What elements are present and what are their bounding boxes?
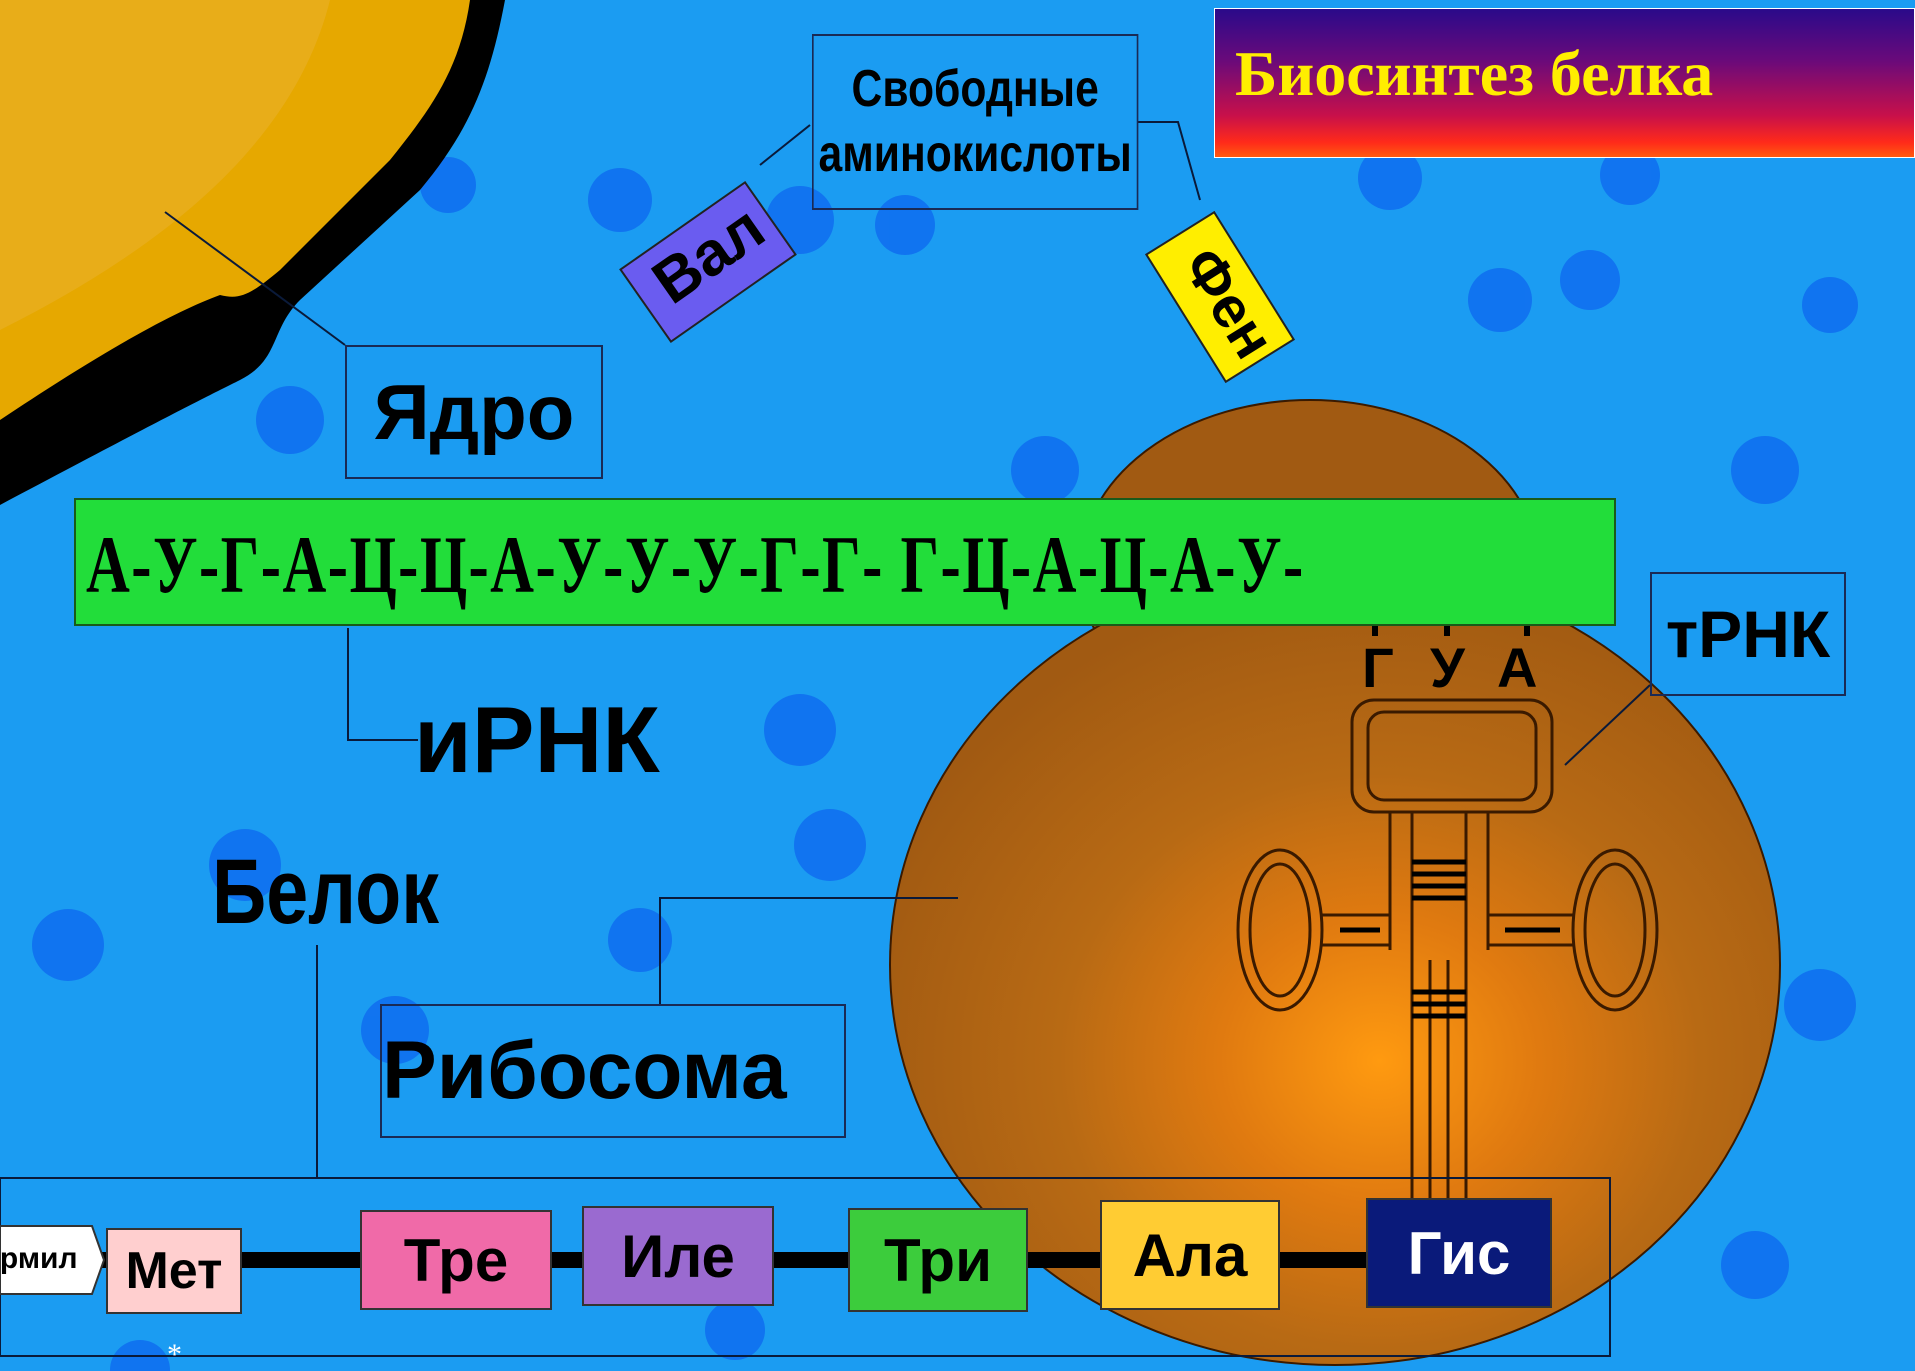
free-amino-acids-line1: Свободные — [851, 60, 1099, 118]
amino-acid-trp: Три — [848, 1208, 1028, 1312]
mrna-strand: А-У-Г-А-Ц-Ц-А-У-У-У-Г-Г- Г-Ц-А-Ц-А-У- — [74, 498, 1616, 626]
formyl-label: Формил — [0, 1244, 78, 1274]
slide-title: Биосинтез белка — [1235, 38, 1714, 109]
val-tag — [619, 180, 797, 344]
free-amino-acids-line2: аминокислоты — [818, 125, 1132, 183]
label-connectors — [164, 121, 1651, 1178]
anticodon-base-1: Г — [1362, 636, 1394, 699]
footer-asterisk: * — [167, 1338, 182, 1371]
ribosome-label: Рибосома — [380, 1004, 846, 1138]
trna-structure — [1236, 698, 1659, 1200]
trna-label: тРНК — [1650, 572, 1846, 696]
anticodon-base-3: А — [1497, 636, 1538, 699]
mrna-sequence: А-У-Г-А-Ц-Ц-А-У-У-У-Г-Г- Г-Ц-А-Ц-А-У- — [86, 519, 1305, 610]
nucleus-label: Ядро — [345, 345, 603, 479]
amino-acid-ile: Иле — [582, 1206, 774, 1306]
protein-chain-frame — [0, 1177, 1611, 1357]
formyl-tag — [0, 1225, 106, 1295]
free-amino-acids-label: Свободные аминокислоты — [812, 34, 1139, 210]
protein-label: Белок — [212, 841, 439, 943]
mrna-label: иРНК — [414, 687, 660, 792]
amino-acid-ala: Ала — [1100, 1200, 1280, 1310]
phe-tag — [1144, 210, 1296, 384]
trna-base-pairs — [1340, 859, 1560, 1019]
title-banner: Биосинтез белка — [1214, 8, 1915, 158]
anticodon-base-2: У — [1430, 636, 1465, 699]
amino-acid-thr: Тре — [360, 1210, 552, 1310]
amino-acid-his: Гис — [1366, 1198, 1552, 1308]
amino-acid-met: Мет — [106, 1228, 242, 1314]
